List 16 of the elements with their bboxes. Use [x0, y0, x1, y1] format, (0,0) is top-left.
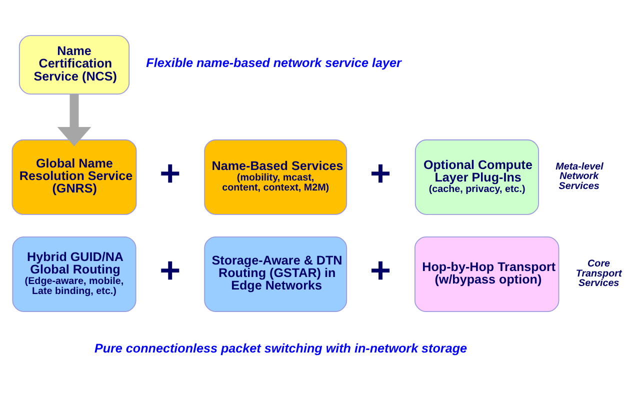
- node-box: Name-Based Services (mobility, mcast, content, context, M2M): [204, 138, 348, 214]
- label: Core Transport Services: [576, 258, 622, 289]
- node-box: Optional Compute Layer Plug-Ins (cache, privacy, etc.): [414, 138, 539, 214]
- node-box: Storage-Aware & DTN Routing (GSTAR) in Edge Networks: [204, 236, 348, 312]
- label: +: [160, 248, 181, 290]
- arrow: [57, 94, 92, 146]
- label: +: [160, 152, 181, 193]
- node-box: Global Name Resolution Service (GNRS): [12, 138, 137, 214]
- label: Flexible name-based network service layer: [146, 56, 402, 70]
- label: +: [370, 152, 391, 193]
- label: Meta-level Network Services: [556, 160, 604, 192]
- node-box: Hybrid GUID/NA Global Routing (Edge-aware, mobile, Late binding, etc.): [12, 236, 136, 312]
- node-box: Name Certification Service (NCS): [18, 34, 130, 94]
- label: +: [370, 248, 391, 290]
- label: Pure connectionless packet switching with in-network storage: [94, 341, 467, 356]
- node-box: Hop-by-Hop Transport (w/bypass option): [414, 236, 560, 312]
